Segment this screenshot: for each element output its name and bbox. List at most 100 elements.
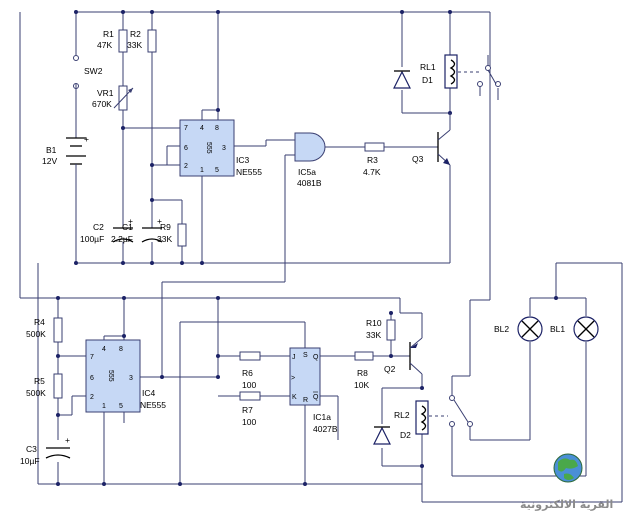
diode-d2: D2 <box>373 426 411 445</box>
r2-value: 33K <box>127 40 142 50</box>
svg-text:7: 7 <box>184 125 188 132</box>
r6-value: 100 <box>242 380 256 390</box>
r9-value: 33K <box>157 234 172 244</box>
resistor-r1: R1 47K <box>97 29 128 53</box>
rl1-label: RL1 <box>420 62 436 72</box>
c3-ref: C3 <box>26 444 37 454</box>
sw2-label: SW2 <box>84 66 103 76</box>
resistor-r9: R9 33K <box>157 222 187 247</box>
svg-text:+: + <box>65 435 70 445</box>
r7-ref: R7 <box>242 405 253 415</box>
r3-ref: R3 <box>367 155 378 165</box>
ic3-type: NE555 <box>236 167 262 177</box>
d2-label: D2 <box>400 430 411 440</box>
svg-text:4: 4 <box>200 125 204 132</box>
svg-text:+: + <box>128 216 133 226</box>
wires <box>19 11 623 503</box>
resistor-r6: R6 100 <box>239 351 261 390</box>
ic4-ref: IC4 <box>142 388 156 398</box>
r5-ref: R5 <box>34 376 45 386</box>
r5-value: 500K <box>26 388 46 398</box>
resistor-r7: R7 100 <box>239 391 261 427</box>
r6-ref: R6 <box>242 368 253 378</box>
ic3-555-timer: 7 4 8 6 3 2 1 5 555 IC3 NE555 <box>179 119 262 177</box>
svg-text:+: + <box>157 216 162 226</box>
c2-ref: C2 <box>93 222 104 232</box>
lamp-bl2: BL2 <box>494 316 543 342</box>
ic4-type: NE555 <box>140 400 166 410</box>
ic5a-type: 4081B <box>297 178 322 188</box>
svg-text:J: J <box>292 354 296 361</box>
switch-sw2: SW2 <box>73 55 103 95</box>
q2-label: Q2 <box>384 364 396 374</box>
r1-ref: R1 <box>103 29 114 39</box>
svg-text:8: 8 <box>215 125 219 132</box>
svg-text:2: 2 <box>184 163 188 170</box>
watermark-text: القرية الالكترونية <box>520 498 613 511</box>
lamp-bl1: BL1 <box>550 316 599 342</box>
c1-ref: C1 <box>122 222 133 232</box>
q3-label: Q3 <box>412 154 424 164</box>
watermark-logo: القرية الالكترونية <box>520 453 613 511</box>
r10-ref: R10 <box>366 318 382 328</box>
r8-ref: R8 <box>357 368 368 378</box>
resistor-r3: R3 4.7K <box>363 142 385 177</box>
r1-value: 47K <box>97 40 112 50</box>
b1-ref: B1 <box>46 145 57 155</box>
svg-text:S: S <box>303 352 308 359</box>
transistor-q3: Q3 <box>412 113 451 166</box>
b1-value: 12V <box>42 156 57 166</box>
svg-text:+: + <box>84 134 89 144</box>
rl2-label: RL2 <box>394 410 410 420</box>
resistor-r8: R8 10K <box>354 351 374 390</box>
capacitor-c2: C2 100µF + <box>80 216 134 244</box>
c3-value: 10µF <box>20 456 40 466</box>
svg-text:1: 1 <box>102 403 106 410</box>
svg-text:2: 2 <box>90 394 94 401</box>
r9-ref: R9 <box>160 222 171 232</box>
svg-text:4: 4 <box>102 346 106 353</box>
battery-b1: + B1 12V <box>42 134 89 182</box>
svg-text:6: 6 <box>90 375 94 382</box>
resistor-r10: R10 33K <box>366 318 396 341</box>
capacitor-c1: C1 2.2µF + <box>111 216 163 244</box>
resistor-r4: R4 500K <box>26 317 63 343</box>
capacitor-c3: + C3 10µF <box>20 435 71 466</box>
relay-rl2: RL2 <box>394 395 473 435</box>
r4-ref: R4 <box>34 317 45 327</box>
svg-text:>: > <box>291 375 295 382</box>
svg-text:5: 5 <box>215 167 219 174</box>
potentiometer-vr1: VR1 670K <box>92 85 134 111</box>
svg-text:3: 3 <box>129 375 133 382</box>
ic1a-ref: IC1a <box>313 412 331 422</box>
ic5a-ref: IC5a <box>298 167 316 177</box>
d1-label: D1 <box>422 75 433 85</box>
diode-d1: D1 <box>393 70 433 89</box>
svg-text:R: R <box>303 397 308 404</box>
c2-value: 100µF <box>80 234 104 244</box>
vr1-ref: VR1 <box>97 88 114 98</box>
r4-value: 500K <box>26 329 46 339</box>
ic1a-jk-flipflop: J K > S R Q Q IC1a 4027B <box>289 347 338 434</box>
vr1-value: 670K <box>92 99 112 109</box>
r2-ref: R2 <box>130 29 141 39</box>
resistor-r2: R2 33K <box>127 29 157 53</box>
svg-text:Q: Q <box>313 354 319 361</box>
r8-value: 10K <box>354 380 369 390</box>
r7-value: 100 <box>242 417 256 427</box>
ic4-555-timer: 7 4 8 6 3 2 1 5 555 IC4 NE555 <box>85 339 166 413</box>
svg-text:3: 3 <box>222 145 226 152</box>
transistor-q2: Q2 <box>384 337 423 375</box>
c1-value: 2.2µF <box>111 234 133 244</box>
svg-text:8: 8 <box>119 346 123 353</box>
svg-text:K: K <box>292 394 297 401</box>
svg-text:5: 5 <box>119 403 123 410</box>
ic5a-and-gate: IC5a 4081B <box>294 132 326 188</box>
junction-dots <box>56 10 558 486</box>
bl1-label: BL1 <box>550 324 565 334</box>
svg-text:555: 555 <box>205 142 212 154</box>
svg-text:Q: Q <box>313 394 319 401</box>
resistor-r5: R5 500K <box>26 373 63 399</box>
bl2-label: BL2 <box>494 324 509 334</box>
